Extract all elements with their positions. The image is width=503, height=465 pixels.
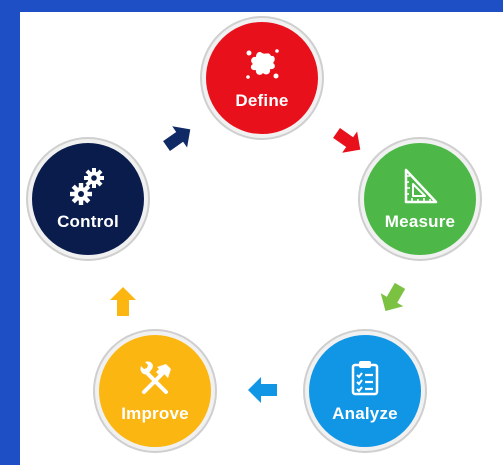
phase-improve[interactable]: Improve bbox=[95, 331, 215, 451]
gears-icon bbox=[70, 168, 104, 205]
arrow-measure-to-analyze bbox=[380, 282, 406, 311]
clipboard-icon bbox=[351, 361, 379, 396]
paint-splat-icon bbox=[246, 49, 279, 79]
phase-label-control: Control bbox=[57, 212, 119, 231]
dmaic-cycle-diagram: Define Measure Analyze Improve bbox=[20, 12, 503, 465]
phase-label-improve: Improve bbox=[121, 404, 189, 423]
phase-label-measure: Measure bbox=[384, 212, 456, 231]
arrow-analyze-to-improve bbox=[248, 377, 277, 403]
phase-define[interactable]: Define bbox=[202, 18, 322, 138]
hammer-wrench-icon bbox=[140, 361, 171, 394]
phase-analyze[interactable]: Analyze bbox=[305, 331, 425, 451]
arrow-define-to-measure bbox=[333, 128, 361, 153]
phase-control[interactable]: Control bbox=[28, 139, 148, 259]
phase-measure[interactable]: Measure bbox=[360, 139, 480, 259]
phase-label-define: Define bbox=[235, 91, 289, 110]
arrow-control-to-define bbox=[163, 126, 191, 151]
arrow-improve-to-control bbox=[110, 287, 136, 316]
phase-label-analyze: Analyze bbox=[332, 404, 398, 423]
set-square-icon bbox=[404, 168, 438, 204]
